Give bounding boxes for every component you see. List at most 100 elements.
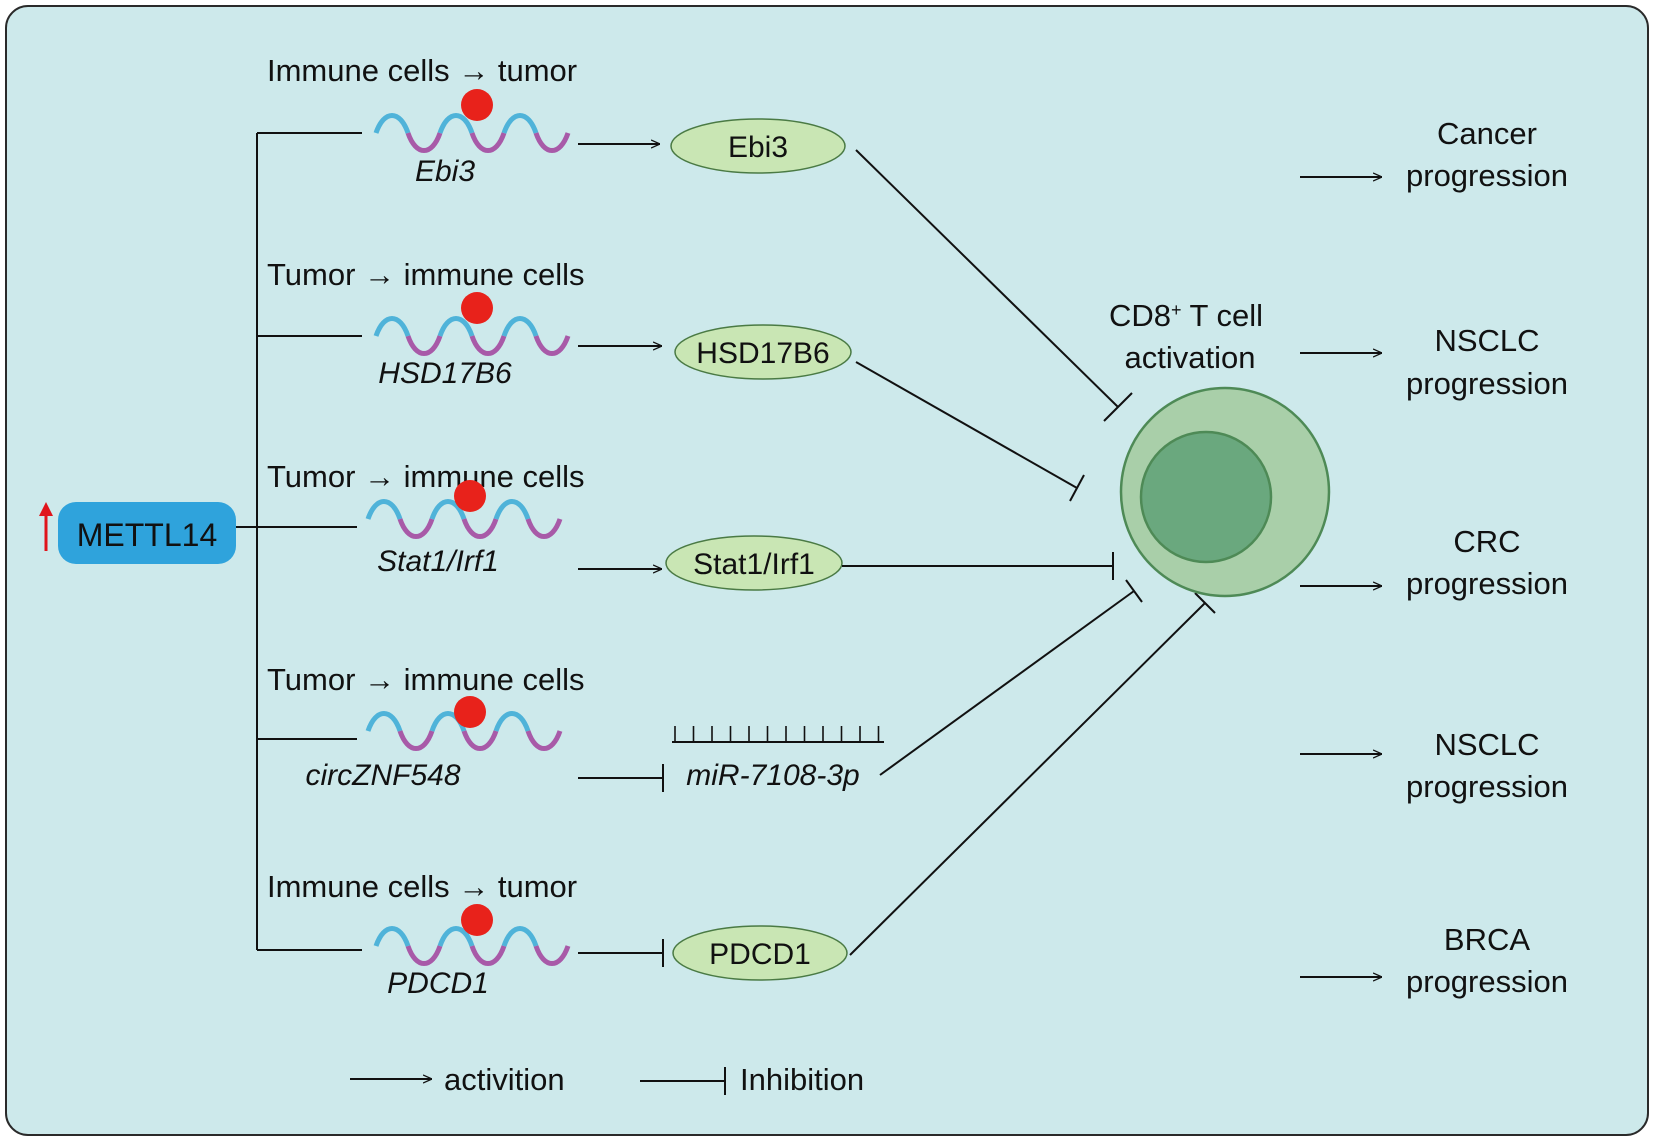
outcome-sublabel: progression: [1406, 964, 1568, 999]
pathway-row: Tumor → immune cells Stat1/Irf1 Stat1/Ir…: [257, 459, 1114, 591]
rna-segment: [365, 499, 403, 520]
rna-segment: [365, 711, 403, 732]
rna-segment: [405, 132, 443, 153]
rna-segment: [493, 711, 531, 732]
outcome-sublabel: progression: [1406, 769, 1568, 804]
rna-segment: [437, 926, 475, 947]
inhibition-bar: [1125, 579, 1143, 603]
rna-segment: [469, 132, 507, 153]
direction-label: Immune cells → tumor: [267, 869, 577, 904]
inhibition-line: [879, 590, 1135, 776]
protein-label: PDCD1: [709, 938, 811, 971]
direction-label: Tumor → immune cells: [267, 257, 585, 292]
rna-segment: [525, 518, 563, 539]
rna-segment: [493, 499, 531, 520]
gene-label: PDCD1: [387, 967, 489, 1000]
inhibition-bar: [1069, 474, 1085, 502]
inhibition-bar: [1103, 392, 1133, 422]
pathway-row: Immune cells → tumor Ebi3 Ebi3: [257, 53, 1133, 422]
protein-label: Stat1/Irf1: [693, 548, 815, 581]
cd8-t-cell-label: CD8+ T cell: [1109, 298, 1263, 333]
direction-label: Tumor → immune cells: [267, 662, 585, 697]
protein-node: [672, 925, 848, 981]
outcome-item: CRC progression: [1300, 524, 1568, 601]
rna-segment: [533, 335, 571, 356]
up-arrow-icon: [39, 502, 53, 551]
rna-segment: [461, 730, 499, 751]
pathway-row: Tumor → immune cells HSD17B6 HSD17B6: [257, 257, 1085, 502]
outcome-label: NSCLC: [1434, 727, 1539, 762]
rna-transcript-icon: [365, 499, 563, 539]
mirna-icon: [672, 726, 884, 743]
rna-segment: [405, 945, 443, 966]
outcome-item: Cancer progression: [1300, 116, 1568, 193]
pathway-row: Immune cells → tumor PDCD1 PDCD1: [257, 592, 1216, 1000]
rna-segment: [469, 335, 507, 356]
outcome-label: CRC: [1453, 524, 1520, 559]
gene-label: Stat1/Irf1: [377, 545, 499, 578]
mettl14-label: METTL14: [77, 517, 217, 553]
protein-node: [674, 324, 852, 380]
rna-segment: [437, 113, 475, 134]
mettl14-box: [58, 502, 236, 564]
rna-transcript-icon: [373, 113, 571, 153]
outcome-item: NSCLC progression: [1300, 323, 1568, 401]
rna-transcript-icon: [373, 316, 571, 356]
direction-label: Tumor → immune cells: [267, 459, 585, 494]
m6a-modification-dot: [461, 904, 493, 936]
rna-segment: [461, 518, 499, 539]
outcome-label: NSCLC: [1434, 323, 1539, 358]
protein-label: HSD17B6: [696, 337, 829, 370]
gene-label: circZNF548: [305, 759, 460, 792]
mirna-label: miR-7108-3p: [686, 759, 859, 792]
outcome-label: BRCA: [1444, 922, 1530, 957]
gene-label: HSD17B6: [378, 357, 512, 390]
legend-inhibition-label: Inhibition: [740, 1062, 864, 1097]
outcome-label: Cancer: [1437, 116, 1537, 151]
m6a-modification-dot: [454, 480, 486, 512]
outcome-list: Cancer progression NSCLC progression CRC…: [1300, 116, 1568, 999]
rna-segment: [373, 316, 411, 337]
legend: activition Inhibition: [350, 1062, 864, 1097]
pathway-row: Tumor → immune cells circZNF548 miR-7108…: [257, 579, 1143, 792]
outcome-sublabel: progression: [1406, 566, 1568, 601]
t-cell-icon: [1119, 386, 1331, 598]
outcome-item: BRCA progression: [1300, 922, 1568, 999]
rna-segment: [437, 316, 475, 337]
rna-segment: [373, 113, 411, 134]
rna-segment: [429, 499, 467, 520]
rna-segment: [397, 518, 435, 539]
inhibition-line: [849, 602, 1206, 956]
inhibition-line: [855, 361, 1078, 489]
mettl14-node: METTL14: [39, 502, 236, 564]
rna-segment: [501, 113, 539, 134]
outcome-sublabel: progression: [1406, 158, 1568, 193]
pathway-rows: Immune cells → tumor Ebi3 Ebi3 Tumor → i…: [257, 53, 1216, 1000]
rna-segment: [405, 335, 443, 356]
inhibition-line: [855, 149, 1119, 408]
protein-label: Ebi3: [728, 131, 788, 164]
protein-node: [670, 118, 846, 174]
rna-segment: [501, 316, 539, 337]
rna-transcript-icon: [373, 926, 571, 966]
gene-label: Ebi3: [415, 155, 475, 188]
m6a-modification-dot: [461, 89, 493, 121]
rna-segment: [533, 132, 571, 153]
inhibition-bar: [1194, 592, 1216, 614]
outcome-sublabel: progression: [1406, 366, 1568, 401]
outcome-item: NSCLC progression: [1300, 727, 1568, 804]
t-cell-nucleus: [1139, 430, 1273, 564]
rna-segment: [397, 730, 435, 751]
direction-label: Immune cells → tumor: [267, 53, 577, 88]
protein-node: [665, 535, 843, 591]
m6a-modification-dot: [461, 292, 493, 324]
m6a-modification-dot: [454, 696, 486, 728]
rna-segment: [525, 730, 563, 751]
legend-activation-label: activition: [444, 1062, 565, 1097]
rna-segment: [501, 926, 539, 947]
rna-segment: [373, 926, 411, 947]
rna-segment: [469, 945, 507, 966]
cd8-activation-label: activation: [1125, 340, 1256, 375]
